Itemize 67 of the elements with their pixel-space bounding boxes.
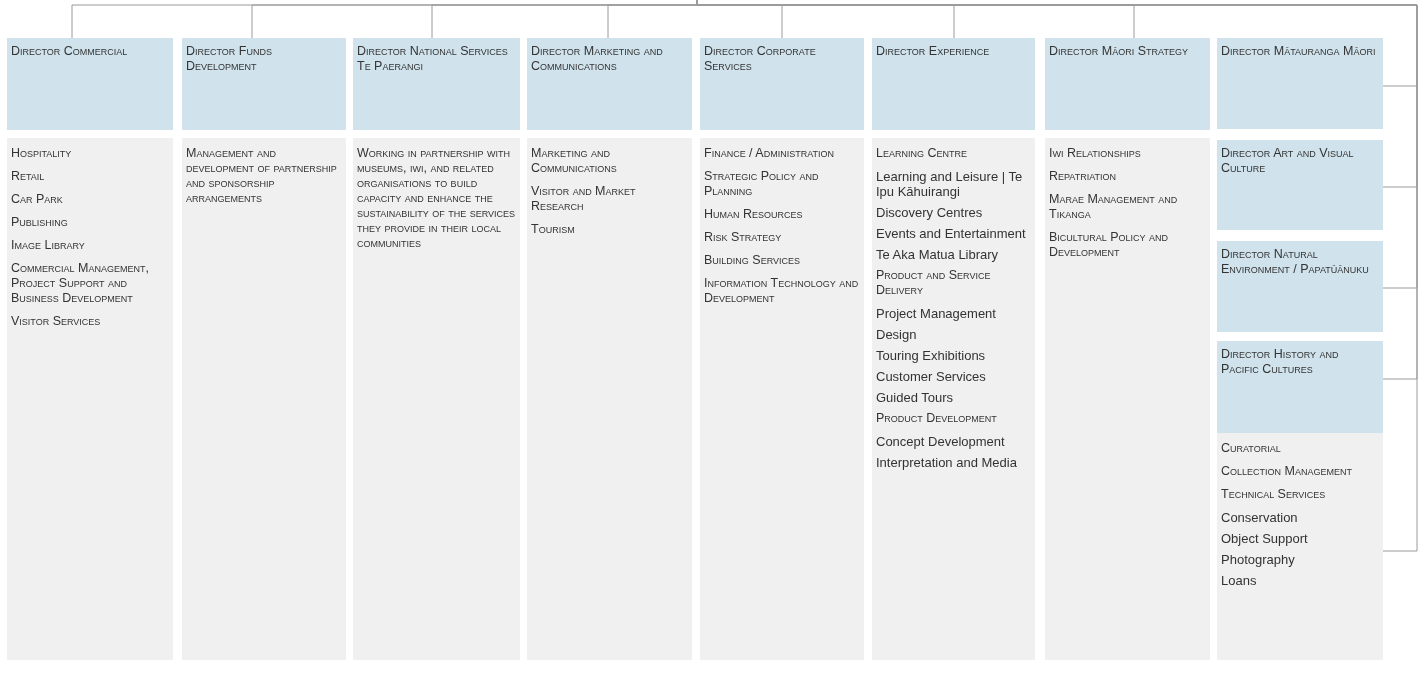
- director-title: Director Funds Development: [186, 44, 273, 74]
- department-item: Strategic Policy and Planning: [704, 169, 820, 199]
- department-item: Te Aka Matua Library: [876, 247, 1000, 262]
- department-item: Visitor and Market Research: [531, 184, 637, 214]
- department-item: Commercial Management, Project Support and Business Development: [11, 261, 150, 306]
- director-box: [1217, 140, 1383, 230]
- department-item: Conservation: [1221, 510, 1299, 525]
- department-item: Retail: [11, 169, 46, 184]
- director-title: Director Marketing and Communications: [531, 44, 664, 74]
- department-item: Collection Management: [1221, 464, 1353, 479]
- director-title: Director National Services Te Paerangi: [357, 44, 509, 74]
- department-item: Hospitality: [11, 146, 73, 161]
- department-item: Photography: [1221, 552, 1296, 567]
- department-item: Discovery Centres: [876, 205, 984, 220]
- department-item: Repatriation: [1049, 169, 1118, 184]
- department-item: Touring Exhibitions: [876, 348, 987, 363]
- department-item: Events and Entertainment: [876, 226, 1027, 241]
- director-title: Director Experience: [876, 44, 991, 59]
- department-item: Iwi Relationships: [1049, 146, 1142, 161]
- department-item: Management and development of partnership and sponsorship arrangements: [186, 146, 338, 206]
- director-title: Director Natural Environment / Papatūānuku: [1221, 247, 1370, 277]
- department-item: Object Support: [1221, 531, 1309, 546]
- department-item: Guided Tours: [876, 390, 955, 405]
- department-list-panel: [1217, 433, 1383, 660]
- department-item: Curatorial: [1221, 441, 1282, 456]
- director-box: [1045, 38, 1210, 130]
- department-item: Working in partnership with museums, iwi, and related organisations to build capacity and enhance the sustainability of the services they provide in their local communities: [357, 146, 516, 251]
- department-item: Visitor Services: [11, 314, 102, 329]
- department-item: Project Management: [876, 306, 997, 321]
- director-box: [7, 38, 173, 130]
- department-item: Marae Management and Tikanga: [1049, 192, 1179, 222]
- department-item: Learning Centre: [876, 146, 968, 161]
- department-item: Learning and Leisure | Te Ipu Kāhuirangi: [876, 169, 1024, 199]
- director-box: [700, 38, 864, 130]
- director-box: [1217, 241, 1383, 332]
- department-item: Product and Service Delivery: [876, 268, 992, 298]
- director-box: [353, 38, 520, 130]
- connector-line: [696, 0, 1418, 552]
- director-title: Director Mātauranga Māori: [1221, 44, 1377, 59]
- director-title: Director Māori Strategy: [1049, 44, 1189, 59]
- department-item: Marketing and Communications: [531, 146, 618, 176]
- department-item: Technical Services: [1221, 487, 1327, 502]
- department-item: Car Park: [11, 192, 64, 207]
- department-item: Bicultural Policy and Development: [1049, 230, 1169, 260]
- director-box: [872, 38, 1035, 130]
- department-item: Product Development: [876, 411, 998, 426]
- department-item: Concept Development: [876, 434, 1006, 449]
- director-box: [1217, 38, 1383, 129]
- department-item: Interpretation and Media: [876, 455, 1018, 470]
- department-item: Information Technology and Development: [704, 276, 860, 306]
- director-title: Director Commercial: [11, 44, 129, 59]
- department-item: Publishing: [11, 215, 69, 230]
- department-item: Finance / Administration: [704, 146, 836, 161]
- department-item: Human Resources: [704, 207, 804, 222]
- director-title: Director Corporate Services: [704, 44, 817, 74]
- director-title: Director History and Pacific Cultures: [1221, 347, 1340, 377]
- director-box: [1217, 341, 1383, 433]
- department-item: Building Services: [704, 253, 801, 268]
- department-item: Loans: [1221, 573, 1258, 588]
- director-box: [527, 38, 692, 130]
- department-item: Image Library: [11, 238, 86, 253]
- department-item: Design: [876, 327, 918, 342]
- department-item: Tourism: [531, 222, 576, 237]
- department-item: Customer Services: [876, 369, 987, 384]
- director-box: [182, 38, 346, 130]
- director-title: Director Art and Visual Culture: [1221, 146, 1355, 176]
- department-item: Risk Strategy: [704, 230, 783, 245]
